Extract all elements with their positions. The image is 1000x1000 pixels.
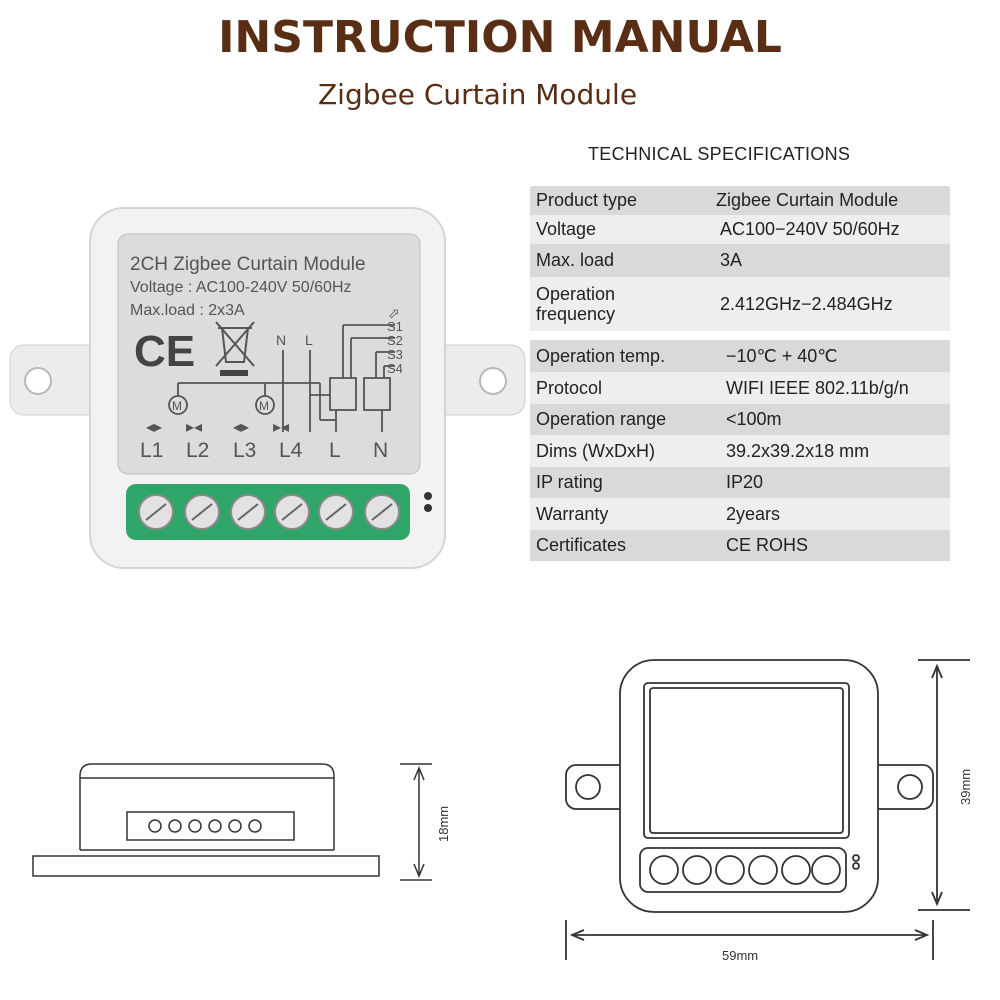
spec-value: 39.2x39.2x18 mm bbox=[712, 435, 950, 467]
curtain-arrows-icon: ▸◂ bbox=[273, 419, 289, 436]
module-label-panel bbox=[117, 233, 421, 475]
spec-label: Product type bbox=[530, 186, 706, 215]
spec-value: −10℃ + 40℃ bbox=[712, 340, 950, 372]
dimension-width-front: 59mm bbox=[722, 948, 758, 963]
spec-label: Certificates bbox=[530, 530, 712, 561]
mounting-hole-right bbox=[479, 367, 507, 395]
spec-value: Zigbee Curtain Module bbox=[706, 186, 950, 215]
terminal-n-top: N bbox=[276, 332, 286, 348]
weee-bin-icon bbox=[215, 321, 255, 376]
label-line-3: Max.load : 2x3A bbox=[130, 302, 245, 319]
spec-value: CE ROHS bbox=[712, 530, 950, 561]
side-view-drawing bbox=[32, 763, 432, 881]
terminal-label-n: N bbox=[373, 439, 388, 462]
dimension-height-side: 18mm bbox=[436, 806, 451, 842]
label-line-1: 2CH Zigbee Curtain Module bbox=[130, 254, 366, 275]
spec-label: Warranty bbox=[530, 498, 712, 530]
terminal-label-l2: L2 bbox=[186, 439, 209, 462]
spec-value: AC100−240V 50/60Hz bbox=[706, 215, 950, 244]
spec-label: Operation frequency bbox=[530, 277, 706, 331]
label-line-2: Voltage : AC100-240V 50/60Hz bbox=[130, 279, 352, 296]
ce-mark: CE bbox=[134, 327, 195, 376]
button-indicator bbox=[424, 504, 432, 512]
spec-value: 2years bbox=[712, 498, 950, 530]
terminal-screws bbox=[138, 494, 400, 530]
spec-label: Operation temp. bbox=[530, 340, 712, 372]
curtain-arrows-icon: ◂▸ bbox=[146, 419, 162, 436]
spec-value: IP20 bbox=[712, 467, 950, 498]
spec-heading: TECHNICAL SPECIFICATIONS bbox=[588, 144, 851, 164]
curtain-arrows-icon: ◂▸ bbox=[233, 419, 249, 436]
spec-label: Voltage bbox=[530, 215, 706, 244]
switch-label-s2: S2 bbox=[387, 333, 403, 348]
terminal-label-l3: L3 bbox=[233, 439, 256, 462]
spec-label: Operation range bbox=[530, 404, 712, 435]
spec-label: Max. load bbox=[530, 244, 706, 277]
switch-label-s1: S1 bbox=[387, 319, 403, 334]
manual-subtitle: Zigbee Curtain Module bbox=[318, 78, 638, 111]
front-view-drawing bbox=[565, 659, 970, 960]
dimension-height-front: 39mm bbox=[958, 769, 973, 805]
spec-row: Operation temp.−10℃ + 40℃ bbox=[530, 340, 950, 372]
terminal-label-l4: L4 bbox=[279, 439, 303, 462]
terminal-label-l1: L1 bbox=[140, 439, 163, 462]
spec-value: 3A bbox=[706, 244, 950, 277]
wiring-diagram bbox=[168, 324, 395, 432]
switch-label-s4: S4 bbox=[387, 361, 403, 376]
spec-label: Protocol bbox=[530, 372, 712, 404]
spec-row: Dims (WxDxH)39.2x39.2x18 mm bbox=[530, 435, 950, 467]
motor-2-symbol: M bbox=[259, 399, 269, 413]
mounting-hole-left bbox=[24, 367, 52, 395]
spec-row: Operation range<100m bbox=[530, 404, 950, 435]
spec-label: IP rating bbox=[530, 467, 712, 498]
led-indicator bbox=[424, 492, 432, 500]
manual-title: INSTRUCTION MANUAL bbox=[218, 12, 782, 63]
spec-value: WIFI IEEE 802.11b/g/n bbox=[712, 372, 950, 404]
terminal-label-l: L bbox=[329, 439, 341, 462]
switch-label-s3: S3 bbox=[387, 347, 403, 362]
spec-value: 2.412GHz−2.484GHz bbox=[706, 277, 950, 331]
terminal-l-top: L bbox=[305, 332, 313, 348]
arrow-icon: ⬀ bbox=[388, 305, 400, 321]
spec-value: <100m bbox=[712, 404, 950, 435]
spec-label: Dims (WxDxH) bbox=[530, 435, 712, 467]
curtain-arrows-icon: ▸◂ bbox=[186, 419, 202, 436]
motor-1-symbol: M bbox=[172, 399, 182, 413]
